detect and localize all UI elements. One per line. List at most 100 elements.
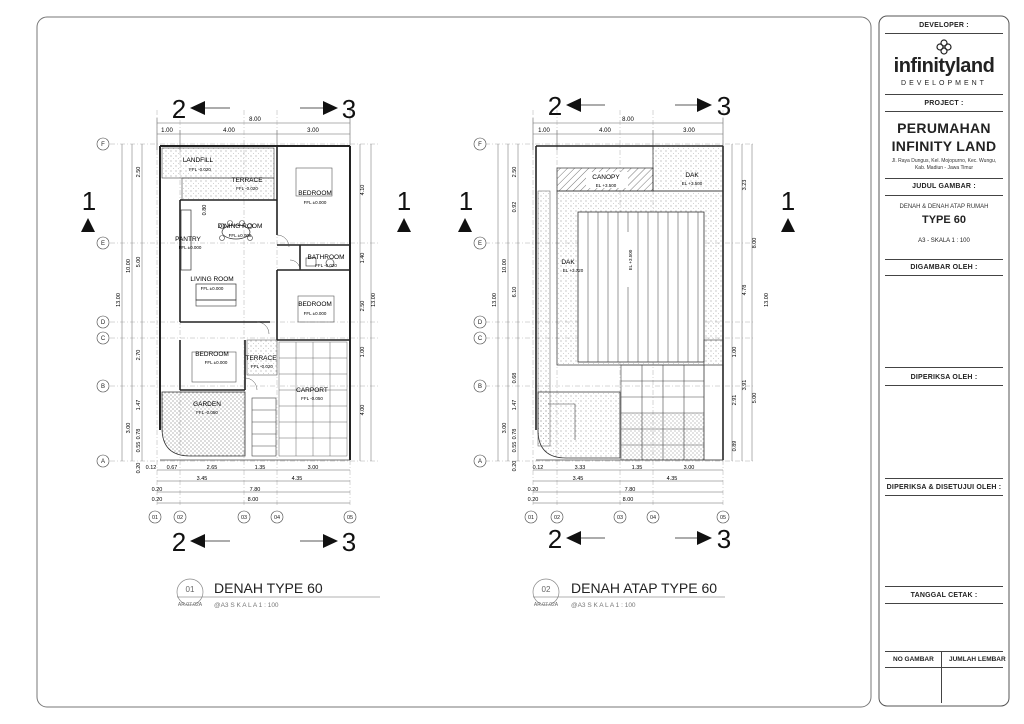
svg-text:FFL -0.020: FFL -0.020 — [251, 364, 273, 369]
sheet-count-label: JUMLAH LEMBAR — [949, 656, 1006, 663]
svg-text:2.50: 2.50 — [136, 167, 142, 178]
svg-text:0.89: 0.89 — [732, 441, 738, 452]
svg-text:2.65: 2.65 — [207, 465, 218, 471]
svg-text:0.20: 0.20 — [152, 487, 163, 493]
svg-text:3: 3 — [717, 524, 731, 554]
title-block: DEVELOPER : infinityland DEVELOPMENT PRO… — [879, 16, 1009, 706]
svg-text:0.67: 0.67 — [167, 465, 178, 471]
svg-text:B: B — [478, 384, 482, 390]
grid-row-c: C — [101, 336, 106, 342]
sheet-scale: A3 - SKALA 1 : 100 — [918, 238, 970, 244]
roof-plan-scale: @A3 S K A L A 1 : 100 — [571, 602, 636, 609]
svg-text:0.80: 0.80 — [202, 205, 208, 216]
svg-text:0.68: 0.68 — [512, 373, 518, 384]
svg-text:C: C — [478, 336, 483, 342]
section-mark-3: 3 — [342, 94, 356, 124]
svg-text:13.00: 13.00 — [371, 293, 377, 307]
grid-col-01: 01 — [152, 515, 158, 521]
svg-text:1: 1 — [781, 186, 795, 216]
drawn-by-heading: DIGAMBAR OLEH : — [910, 264, 978, 271]
room-label-bedroom-2: BEDROOM — [298, 301, 332, 308]
svg-text:0.20: 0.20 — [152, 497, 163, 503]
svg-text:1.00: 1.00 — [161, 128, 173, 134]
room-label-bedroom-3: BEDROOM — [195, 351, 229, 358]
print-date-heading: TANGGAL CETAK : — [910, 592, 978, 599]
drawing-type: TYPE 60 — [921, 214, 967, 226]
grid-row-f: F — [101, 142, 105, 148]
plan-number: 01 — [186, 585, 195, 594]
svg-text:1.35: 1.35 — [632, 465, 643, 471]
plan-scale: @A3 S K A L A 1 : 100 — [214, 602, 279, 609]
svg-text:0.78: 0.78 — [512, 429, 518, 440]
grid-col-04: 04 — [274, 515, 280, 521]
section-mark-2-bottom: 2 — [172, 527, 186, 557]
svg-text:1.00: 1.00 — [732, 347, 738, 358]
logo-wordmark: infinityland — [893, 55, 995, 77]
svg-text:F: F — [478, 142, 482, 148]
plan-ref: AR.07.02A — [178, 602, 203, 608]
room-label-carport: CARPORT — [296, 387, 328, 394]
svg-text:EL +3.500: EL +3.500 — [596, 183, 617, 188]
svg-text:FFL ±0.000: FFL ±0.000 — [304, 200, 327, 205]
room-label-garden: GARDEN — [193, 401, 221, 408]
svg-text:04: 04 — [650, 515, 656, 521]
svg-text:FFL ±0.000: FFL ±0.000 — [179, 245, 202, 250]
svg-text:3.00: 3.00 — [684, 465, 695, 471]
svg-text:1.00: 1.00 — [360, 347, 366, 358]
developer-heading: DEVELOPER : — [919, 22, 969, 29]
svg-text:3.00: 3.00 — [683, 128, 695, 134]
room-label-pantry: PANTRY — [175, 236, 201, 243]
roof-plan-title: DENAH ATAP TYPE 60 — [571, 580, 717, 596]
svg-text:EL +3.720: EL +3.720 — [563, 268, 584, 273]
svg-text:4.00: 4.00 — [599, 128, 611, 134]
svg-text:FFL ±0.000: FFL ±0.000 — [304, 311, 327, 316]
title-block-frame — [878, 15, 1010, 707]
section-mark-3-bottom: 3 — [342, 527, 356, 557]
svg-text:4.00: 4.00 — [360, 405, 366, 416]
section-mark-1-left: 1 — [82, 186, 96, 216]
room-label-bedroom: BEDROOM — [298, 190, 332, 197]
svg-text:3.00: 3.00 — [308, 465, 319, 471]
svg-text:2.50: 2.50 — [512, 167, 518, 178]
room-label-bathroom: BATHROOM — [307, 254, 344, 261]
grid-row-b: B — [101, 384, 105, 390]
svg-text:3.00: 3.00 — [126, 423, 132, 434]
checked-by-heading: DIPERIKSA OLEH : — [910, 374, 978, 381]
grid-col-05: 05 — [347, 515, 353, 521]
svg-text:2: 2 — [548, 524, 562, 554]
svg-text:10.00: 10.00 — [126, 259, 132, 273]
svg-text:4.35: 4.35 — [667, 476, 678, 482]
svg-text:3.00: 3.00 — [502, 423, 508, 434]
svg-text:5.00: 5.00 — [136, 257, 142, 268]
svg-text:A: A — [478, 459, 482, 465]
svg-text:2.70: 2.70 — [136, 350, 142, 361]
svg-text:0.92: 0.92 — [512, 202, 518, 213]
svg-text:8.00: 8.00 — [623, 497, 634, 503]
svg-text:2: 2 — [548, 91, 562, 121]
svg-text:0.78: 0.78 — [136, 429, 142, 440]
svg-text:01: 01 — [528, 515, 534, 521]
logo-subtitle: DEVELOPMENT — [901, 80, 987, 87]
roof-plan: 8.00 1.00 4.00 3.00 — [458, 91, 795, 609]
roof-plan-ref: AR.07.02A — [534, 602, 559, 608]
room-label-terrace: TERRACE — [231, 177, 263, 184]
svg-text:5.00: 5.00 — [752, 393, 758, 404]
svg-text:8.00: 8.00 — [752, 238, 758, 249]
svg-text:0.12: 0.12 — [146, 465, 157, 471]
svg-text:8.00: 8.00 — [622, 117, 634, 123]
svg-text:0.55: 0.55 — [512, 442, 518, 453]
svg-text:0.20: 0.20 — [512, 461, 518, 472]
section-mark-1-right: 1 — [397, 186, 411, 216]
svg-text:3.23: 3.23 — [742, 180, 748, 191]
svg-text:02: 02 — [554, 515, 560, 521]
svg-text:FFL -0.020: FFL -0.020 — [236, 186, 258, 191]
roof-elevation: EL +3.500 — [628, 249, 633, 270]
grid-row-e: E — [101, 241, 105, 247]
roof-label-dak: DAK — [685, 172, 699, 179]
room-label-terrace-2: TERRACE — [245, 355, 277, 362]
section-mark-2: 2 — [172, 94, 186, 124]
svg-text:0.20: 0.20 — [528, 487, 539, 493]
roof-label-canopy: CANOPY — [592, 174, 620, 181]
svg-text:3.00: 3.00 — [307, 128, 319, 134]
